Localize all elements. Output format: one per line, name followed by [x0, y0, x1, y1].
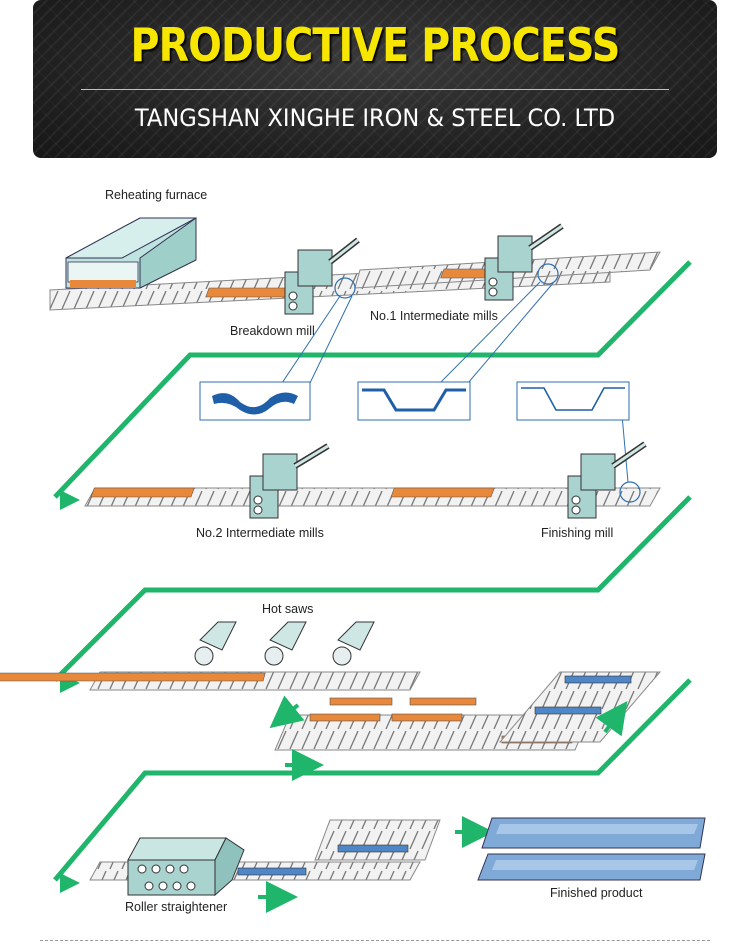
- cool-bar: [338, 845, 408, 852]
- flow-arrowhead: [60, 873, 80, 893]
- row-1: Reheating furnace Breakdown mill No.1 In…: [50, 188, 660, 482]
- hot-bar: [391, 488, 494, 497]
- finished-product: [478, 818, 705, 880]
- label-finished-product: Finished product: [550, 886, 643, 900]
- bottom-divider: [40, 940, 710, 942]
- roller-table: [315, 820, 440, 860]
- finishing-mill: [568, 444, 645, 518]
- header-banner: PRODUCTIVE PROCESS TANGSHAN XINGHE IRON …: [33, 0, 717, 158]
- cool-bar: [535, 707, 601, 714]
- label-roller-straightener: Roller straightener: [125, 900, 227, 914]
- cool-bar: [565, 676, 631, 683]
- label-reheating-furnace: Reheating furnace: [105, 188, 207, 202]
- reheating-furnace: [66, 218, 196, 288]
- flow-arrowhead: [60, 490, 80, 510]
- process-diagram: Reheating furnace Breakdown mill No.1 In…: [0, 170, 750, 945]
- profile-box-no1: [358, 382, 470, 420]
- label-finishing-mill: Finishing mill: [541, 526, 613, 540]
- hot-saw: [265, 622, 306, 665]
- label-no1-intermediate: No.1 Intermediate mills: [370, 309, 498, 323]
- row-4: Roller straightener Finished product: [90, 818, 705, 914]
- company-name: TANGSHAN XINGHE IRON & STEEL CO. LTD: [54, 104, 697, 132]
- no2-intermediate-mill: [250, 446, 328, 518]
- label-hot-saws: Hot saws: [262, 602, 313, 616]
- hot-bar: [91, 488, 194, 497]
- hot-saw: [333, 622, 374, 665]
- title-divider: [81, 89, 669, 90]
- hot-bar: [310, 714, 380, 721]
- label-no2-intermediate: No.2 Intermediate mills: [196, 526, 324, 540]
- hot-bar: [0, 673, 265, 681]
- hot-bar: [206, 288, 289, 297]
- roller-straightener: [128, 838, 244, 895]
- flow-arrowheads: [60, 490, 80, 893]
- cool-bar: [238, 868, 306, 875]
- page-title: PRODUCTIVE PROCESS: [81, 18, 669, 72]
- flow-path: [55, 262, 690, 880]
- hot-bar: [410, 698, 476, 705]
- row-2: No.2 Intermediate mills Finishing mill: [85, 444, 660, 540]
- profile-sections: [200, 382, 629, 420]
- hot-bar: [330, 698, 392, 705]
- hot-saw: [195, 622, 236, 665]
- hot-bar: [392, 714, 462, 721]
- label-breakdown-mill: Breakdown mill: [230, 324, 315, 338]
- row-3: Hot saws: [0, 602, 660, 765]
